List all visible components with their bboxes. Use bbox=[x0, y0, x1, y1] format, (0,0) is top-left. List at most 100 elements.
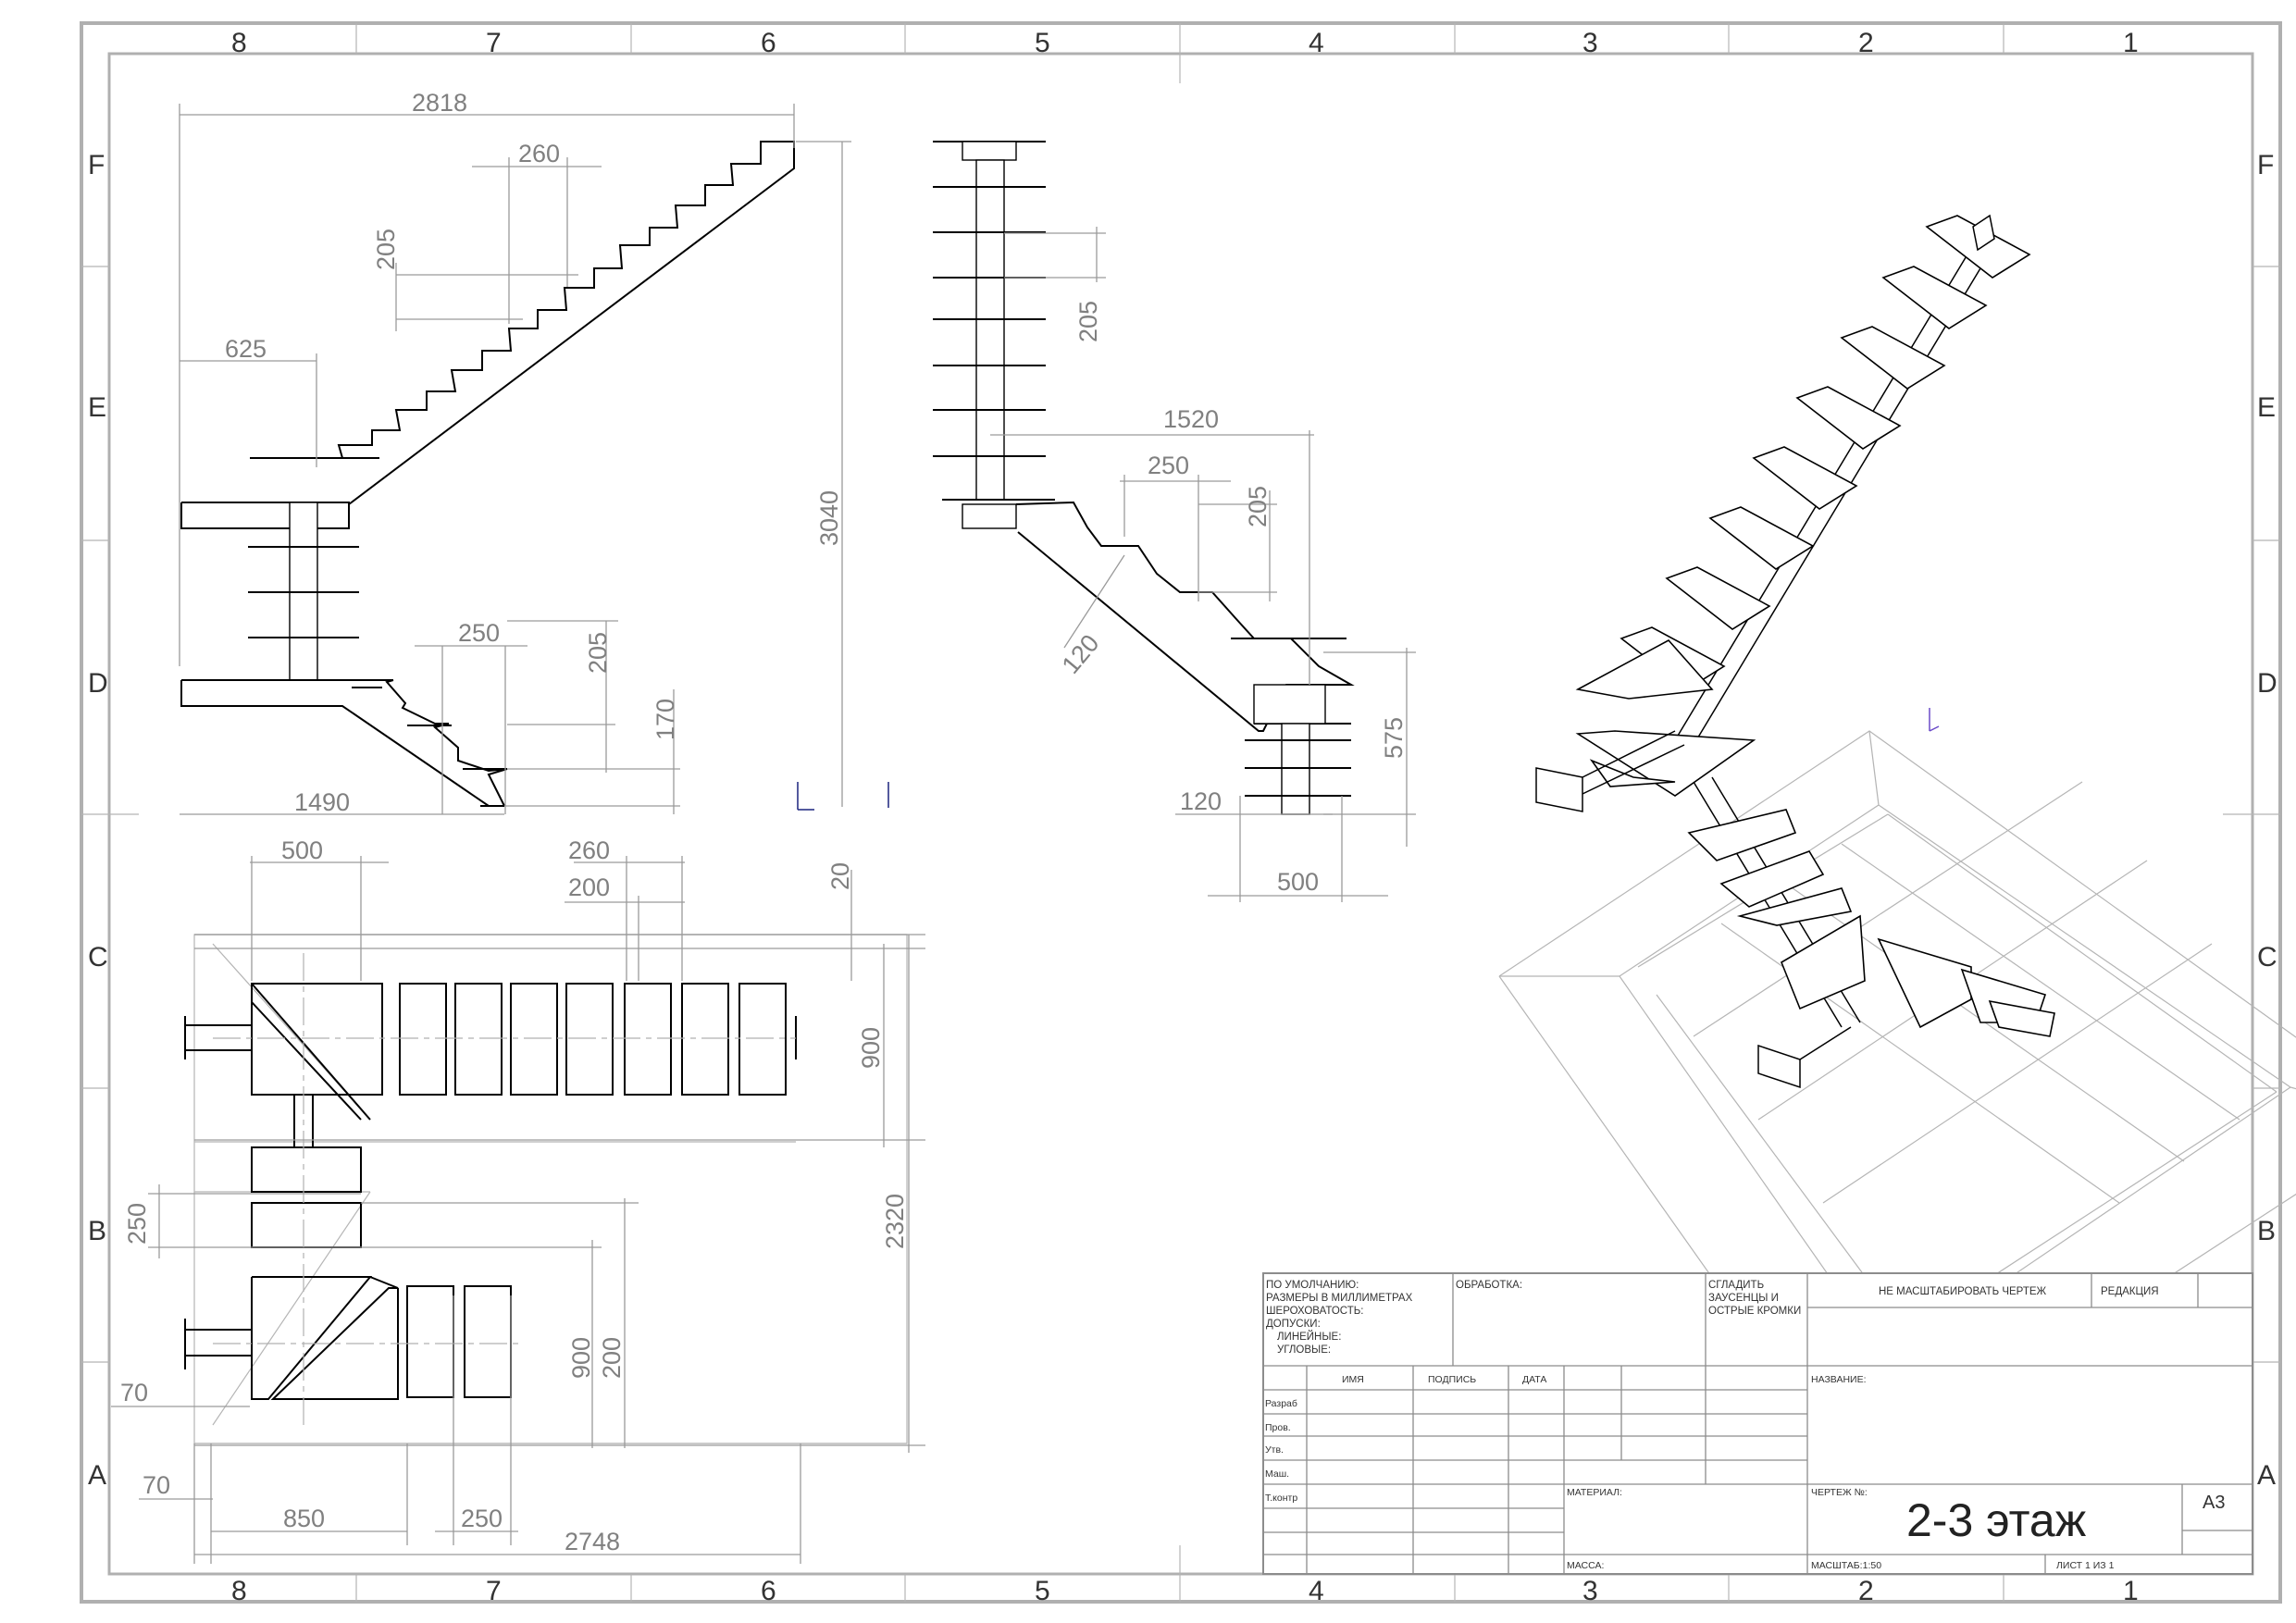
dim-3040: 3040 bbox=[815, 490, 843, 546]
zone-top-3: 6 bbox=[761, 28, 776, 58]
dim-500-plan: 500 bbox=[281, 836, 323, 864]
zone-left-6: A bbox=[88, 1460, 106, 1491]
tb-drawing-no-label: ЧЕРТЕЖ №: bbox=[1811, 1487, 1868, 1498]
dim-120-angle: 120 bbox=[1057, 629, 1105, 679]
side-view-left: 2818 260 205 625 3040 250 205 170 1490 bbox=[179, 89, 889, 816]
zone-bottom-4: 5 bbox=[1035, 1576, 1050, 1606]
zone-top-5: 4 bbox=[1309, 28, 1324, 58]
tb-role-2: Пров. bbox=[1265, 1422, 1291, 1433]
tb-no-scale: НЕ МАСШТАБИРОВАТЬ ЧЕРТЕЖ bbox=[1879, 1286, 2047, 1297]
sheet-frame bbox=[80, 21, 2282, 1604]
tb-defaults-2: РАЗМЕРЫ В МИЛЛИМЕТРАХ bbox=[1266, 1293, 1413, 1304]
tb-deburr-1: СГЛАДИТЬ bbox=[1708, 1280, 1764, 1291]
zone-left-3: D bbox=[88, 668, 108, 699]
zone-top-2: 7 bbox=[486, 28, 502, 58]
zone-right-1: F bbox=[2257, 150, 2274, 180]
zone-bottom-1: 8 bbox=[231, 1576, 247, 1606]
zone-top-8: 1 bbox=[2123, 28, 2139, 58]
zone-labels-right: F E D C B A bbox=[2257, 150, 2277, 1491]
dim-260-top: 260 bbox=[518, 140, 560, 167]
dim-205-front: 205 bbox=[1074, 301, 1102, 342]
zone-right-4: C bbox=[2257, 942, 2277, 973]
dim-70-upper: 70 bbox=[120, 1379, 148, 1406]
zone-labels-top: 8 7 6 5 4 3 2 1 bbox=[231, 28, 2139, 58]
tb-mass-label: МАССА: bbox=[1567, 1560, 1604, 1571]
tb-defaults-3: ШЕРОХОВАТОСТЬ: bbox=[1266, 1306, 1364, 1317]
plan-view: 500 260 200 20 900 2320 250 900 200 70 7… bbox=[111, 836, 925, 1564]
dim-2320: 2320 bbox=[881, 1194, 909, 1249]
dim-500-front: 500 bbox=[1277, 868, 1319, 896]
tb-col-sign: ПОДПИСЬ bbox=[1428, 1374, 1476, 1385]
dim-575: 575 bbox=[1380, 717, 1408, 759]
dim-200-lower: 200 bbox=[598, 1337, 626, 1379]
tb-name-label: НАЗВАНИЕ: bbox=[1811, 1374, 1867, 1385]
dim-2748: 2748 bbox=[565, 1528, 620, 1555]
dim-250-plan-side: 250 bbox=[123, 1203, 151, 1245]
zone-bottom-2: 7 bbox=[486, 1576, 502, 1606]
tb-material-label: МАТЕРИАЛ: bbox=[1567, 1487, 1622, 1498]
dim-1520: 1520 bbox=[1163, 405, 1219, 433]
zone-bottom-6: 3 bbox=[1582, 1576, 1598, 1606]
tb-defaults-6: УГЛОВЫЕ: bbox=[1277, 1344, 1331, 1356]
dim-20: 20 bbox=[826, 862, 854, 890]
dim-625: 625 bbox=[225, 335, 267, 363]
zone-bottom-8: 1 bbox=[2123, 1576, 2139, 1606]
front-view: 205 1520 250 205 120 575 120 500 bbox=[933, 141, 1416, 902]
tb-col-name: ИМЯ bbox=[1342, 1374, 1364, 1385]
tb-role-1: Разраб bbox=[1265, 1398, 1297, 1409]
dim-200-plan: 200 bbox=[568, 873, 610, 901]
zone-labels-left: F E D C B A bbox=[88, 150, 108, 1491]
tb-scale: МАСШТАБ:1:50 bbox=[1811, 1560, 1881, 1571]
dim-70-lower: 70 bbox=[143, 1471, 170, 1499]
dim-850: 850 bbox=[283, 1505, 325, 1532]
dim-205-lower: 205 bbox=[584, 632, 612, 674]
zone-bottom-3: 6 bbox=[761, 1576, 776, 1606]
zone-right-6: A bbox=[2257, 1460, 2276, 1491]
zone-bottom-5: 4 bbox=[1309, 1576, 1324, 1606]
tb-sheet-no: ЛИСТ 1 ИЗ 1 bbox=[2056, 1560, 2115, 1571]
tb-deburr-2: ЗАУСЕНЦЫ И bbox=[1708, 1293, 1779, 1304]
dim-260-plan: 260 bbox=[568, 836, 610, 864]
tb-role-4: Маш. bbox=[1265, 1468, 1289, 1480]
dim-900-lower: 900 bbox=[567, 1337, 595, 1379]
dim-900-top: 900 bbox=[857, 1027, 885, 1069]
dim-120-front: 120 bbox=[1180, 787, 1222, 815]
zone-left-4: C bbox=[88, 942, 108, 973]
tb-finish: ОБРАБОТКА: bbox=[1456, 1280, 1522, 1291]
zone-bottom-7: 2 bbox=[1858, 1576, 1874, 1606]
origin-marks bbox=[797, 782, 889, 811]
iso-origin-mark bbox=[1929, 708, 1940, 732]
zone-right-2: E bbox=[2257, 392, 2276, 423]
tb-revision: РЕДАКЦИЯ bbox=[2101, 1286, 2159, 1297]
zone-left-5: B bbox=[88, 1216, 106, 1246]
zone-left-2: E bbox=[88, 392, 106, 423]
zone-top-6: 3 bbox=[1582, 28, 1598, 58]
tb-col-date: ДАТА bbox=[1522, 1374, 1546, 1385]
zone-top-7: 2 bbox=[1858, 28, 1874, 58]
tb-deburr-3: ОСТРЫЕ КРОМКИ bbox=[1708, 1306, 1801, 1317]
iso-treads bbox=[1575, 215, 2055, 1037]
tb-role-3: Утв. bbox=[1265, 1444, 1284, 1456]
zone-top-4: 5 bbox=[1035, 28, 1050, 58]
dim-170: 170 bbox=[652, 699, 679, 740]
tb-defaults-1: ПО УМОЛЧАНИЮ: bbox=[1266, 1280, 1359, 1291]
dim-250-lower: 250 bbox=[458, 619, 500, 647]
dim-205-top: 205 bbox=[372, 229, 400, 270]
dim-1490: 1490 bbox=[294, 788, 350, 816]
isometric-view bbox=[1498, 214, 2296, 1481]
tb-defaults-5: ЛИНЕЙНЫЕ: bbox=[1277, 1331, 1341, 1343]
tb-format: А3 bbox=[2203, 1493, 2225, 1513]
dim-250-front: 250 bbox=[1148, 452, 1189, 479]
zone-labels-bottom: 8 7 6 5 4 3 2 1 bbox=[231, 1576, 2139, 1606]
zone-right-5: B bbox=[2257, 1216, 2276, 1246]
zone-top-1: 8 bbox=[231, 28, 247, 58]
tb-role-5: Т.контр bbox=[1265, 1493, 1297, 1504]
dim-250-plan: 250 bbox=[461, 1505, 503, 1532]
tb-drawing-no: 2-3 этаж bbox=[1906, 1494, 2087, 1546]
zone-right-3: D bbox=[2257, 668, 2277, 699]
dim-2818: 2818 bbox=[412, 89, 467, 117]
title-block: ПО УМОЛЧАНИЮ: РАЗМЕРЫ В МИЛЛИМЕТРАХ ШЕРО… bbox=[1262, 1272, 2253, 1575]
tb-defaults-4: ДОПУСКИ: bbox=[1266, 1319, 1321, 1330]
dim-205-front-lower: 205 bbox=[1244, 486, 1272, 527]
